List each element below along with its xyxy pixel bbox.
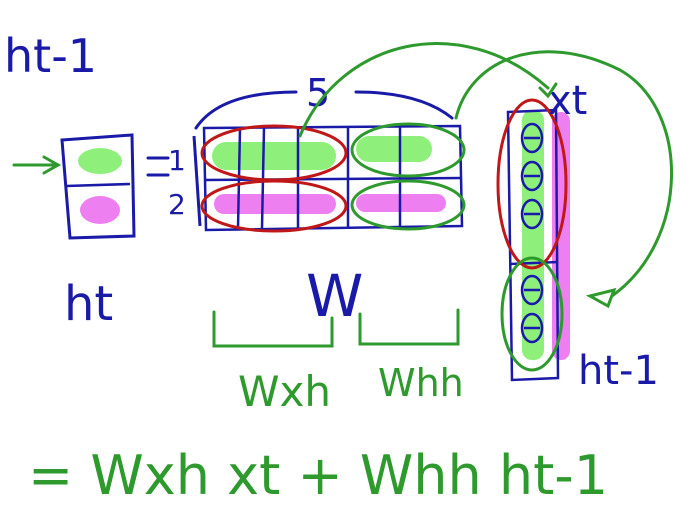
width-brace xyxy=(194,90,454,130)
h-prev-top-label: ht-1 xyxy=(4,29,97,83)
equation: = Wxh xt + Whh ht-1 xyxy=(28,444,608,507)
wxh-row-1-fill xyxy=(212,142,336,170)
wxh-brace xyxy=(212,310,334,348)
row-one-label: 1 xyxy=(168,144,186,177)
curved-arrow-icon xyxy=(298,42,673,309)
w-label: W xyxy=(306,262,363,330)
whh-label: Whh xyxy=(378,361,464,405)
input-arrow-icon xyxy=(12,155,62,175)
ht-cell-2 xyxy=(80,196,120,224)
whh-ovals xyxy=(350,122,466,231)
w-matrix-highlights xyxy=(212,136,446,214)
equals-sign xyxy=(146,156,170,177)
column-green-fill xyxy=(522,110,544,360)
whh-brace xyxy=(358,308,460,346)
wxh-label: Wxh xyxy=(238,367,331,416)
ht-cell-1 xyxy=(78,148,122,174)
ht-label: ht xyxy=(64,276,113,332)
wxh-ovals xyxy=(200,124,348,233)
ht-vector xyxy=(60,133,136,240)
whh-row-1-fill xyxy=(356,136,432,162)
h-prev-right-label: ht-1 xyxy=(578,348,659,394)
xt-oval xyxy=(496,98,568,270)
wxh-row-2-fill xyxy=(214,194,336,214)
h-prev-oval xyxy=(500,256,564,372)
row-two-label: 2 xyxy=(168,188,186,221)
row-bracket xyxy=(192,135,202,227)
